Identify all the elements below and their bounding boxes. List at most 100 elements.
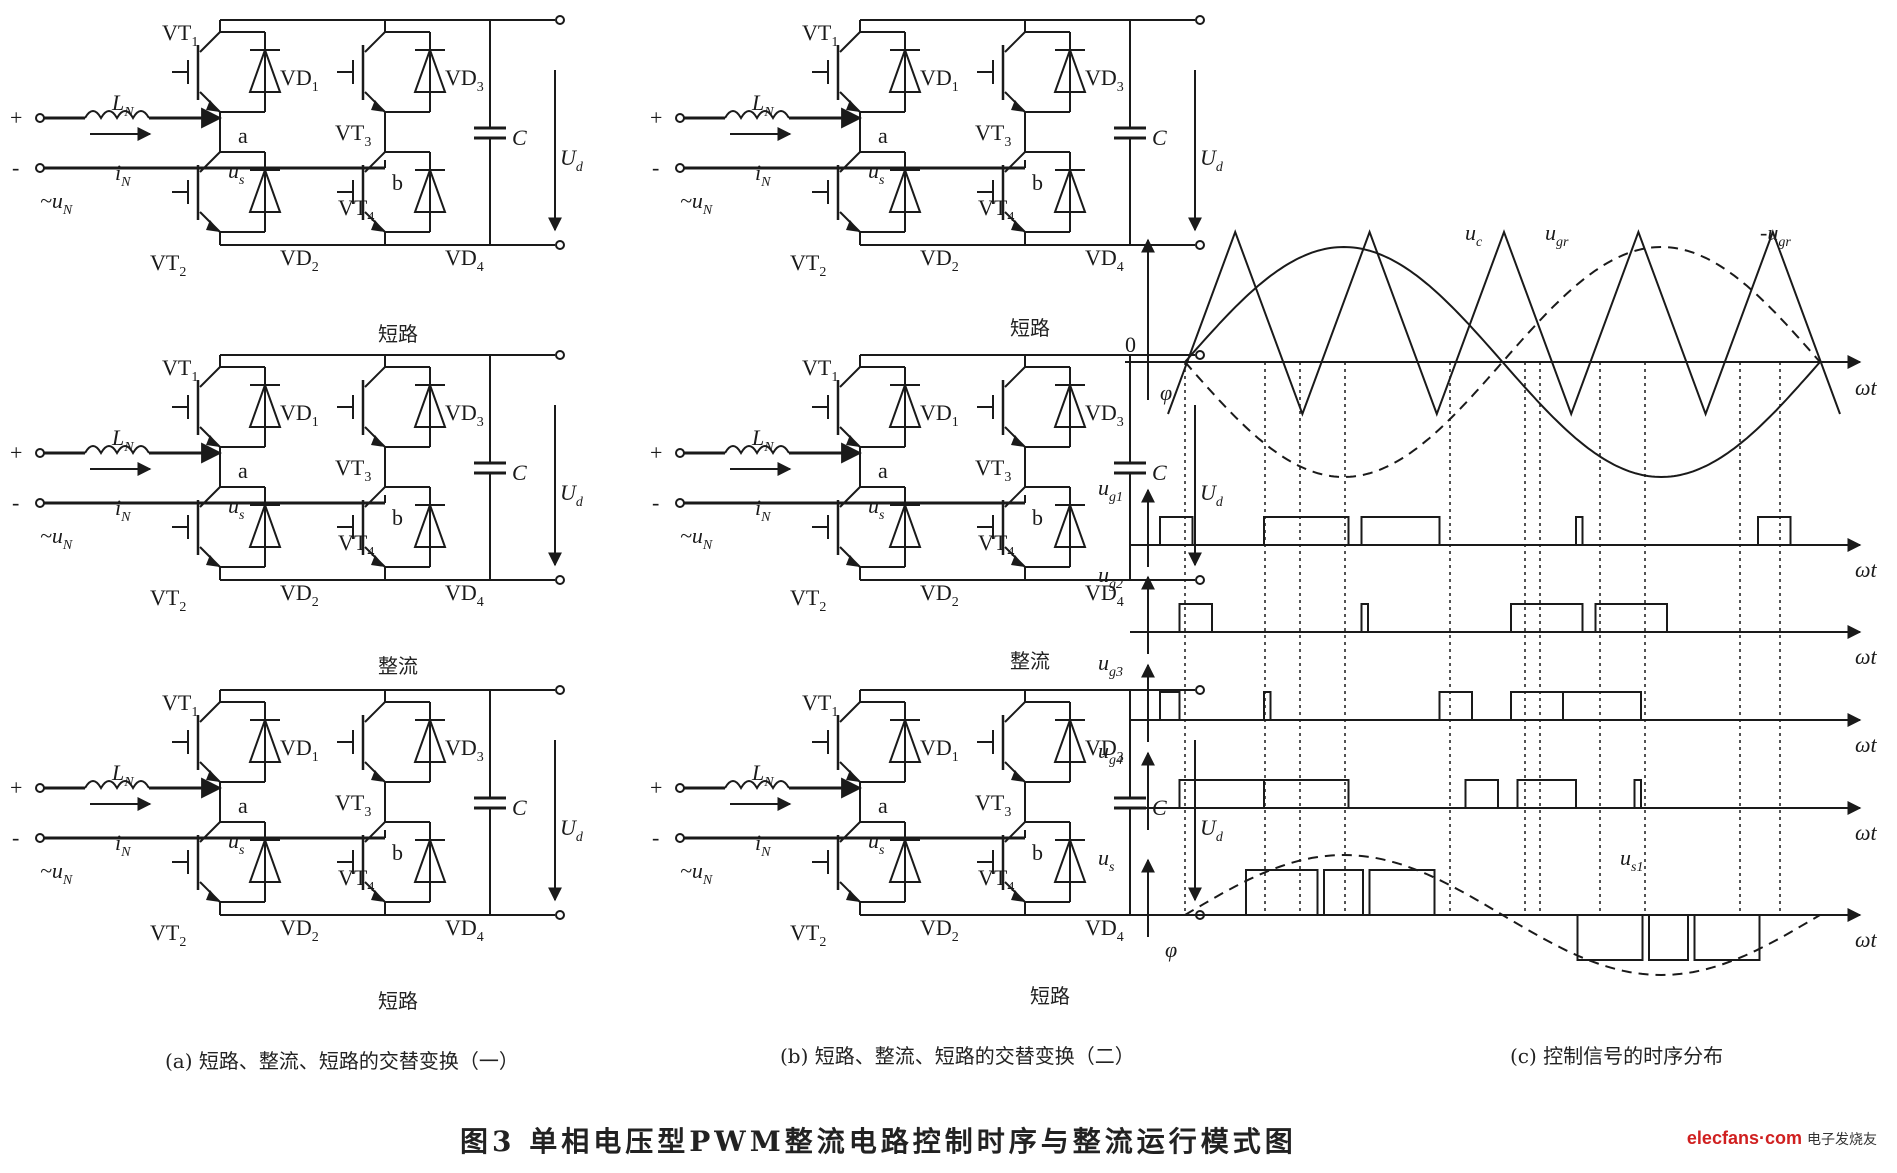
label-vd3: VD3 [1085, 400, 1124, 430]
label-vt1: VT1 [162, 355, 198, 385]
label-source-voltage: ~uN [680, 858, 713, 888]
gate-pulse-train-g4 [1178, 779, 1642, 808]
label-vd2: VD2 [920, 245, 959, 275]
bridge-circuit-a2 [36, 351, 564, 584]
label-ud: Ud [1200, 480, 1224, 510]
label-vd1: VD1 [280, 400, 319, 430]
label-source-voltage: ~uN [680, 188, 713, 218]
label-vd3: VD3 [445, 400, 484, 430]
label-phi-top: φ [1160, 380, 1172, 405]
watermark-brand: elecfans·com [1686, 1128, 1802, 1148]
label-vd4: VD4 [1085, 915, 1124, 945]
label-minus: - [12, 490, 19, 515]
label-vt2: VT2 [150, 250, 186, 280]
label-plus: + [10, 105, 22, 130]
label-us1: us1 [1620, 845, 1643, 875]
label-us: us [228, 828, 245, 858]
mode-label-b3: 短路 [1030, 984, 1070, 1008]
label-minus: - [652, 490, 659, 515]
label-vd2: VD2 [920, 915, 959, 945]
caption-b: (b) 短路、整流、短路的交替变换（二） [780, 1044, 1135, 1068]
label-vt1: VT1 [162, 690, 198, 720]
watermark: elecfans·com 电子发烧友 [1687, 1128, 1877, 1149]
caption-c: (c) 控制信号的时序分布 [1510, 1044, 1724, 1068]
omega-t-label: ωt [1855, 557, 1878, 582]
label-vt4: VT4 [338, 865, 374, 895]
label-plus: + [10, 775, 22, 800]
label-vd2: VD2 [280, 915, 319, 945]
label-node-b: b [1032, 170, 1043, 195]
label-vd2: VD2 [280, 580, 319, 610]
omega-t-label: ωt [1855, 927, 1878, 952]
timing-row-label-g3: ug3 [1098, 650, 1123, 680]
label-capacitor: C [512, 795, 527, 820]
label-ud: Ud [560, 480, 584, 510]
ugr-sine-curve [1184, 245, 1821, 479]
label-ud: Ud [560, 815, 584, 845]
omega-t-main-label: ωt [1855, 375, 1878, 400]
label-vt3: VT3 [335, 455, 371, 485]
label-vt2: VT2 [790, 585, 826, 615]
label-vd1: VD1 [920, 65, 959, 95]
label-vt4: VT4 [338, 195, 374, 225]
label-vt1: VT1 [802, 20, 838, 50]
label-vt3: VT3 [335, 790, 371, 820]
label-node-a: a [238, 458, 248, 483]
label-vd4: VD4 [445, 915, 484, 945]
label-ugr: ugr [1545, 220, 1569, 250]
label-minus: - [652, 825, 659, 850]
label-phi-bottom: φ [1165, 937, 1177, 962]
label-vt2: VT2 [790, 920, 826, 950]
label-node-b: b [1032, 840, 1043, 865]
label-vt4: VT4 [338, 530, 374, 560]
label-vd3: VD3 [445, 65, 484, 95]
label-vd3: VD3 [1085, 65, 1124, 95]
label-vt3: VT3 [975, 790, 1011, 820]
label-capacitor: C [1152, 460, 1167, 485]
mode-label-a2: 整流 [378, 654, 418, 678]
label-minus: - [12, 155, 19, 180]
label-vd1: VD1 [280, 65, 319, 95]
label-zero: 0 [1125, 332, 1136, 357]
label-us: us [868, 493, 885, 523]
gate-pulse-train-g2 [1178, 603, 1668, 632]
label-plus: + [10, 440, 22, 465]
label-node-a: a [878, 458, 888, 483]
caption-a: (a) 短路、整流、短路的交替变换（一） [165, 1049, 519, 1073]
bridge-circuit-b1 [676, 16, 1204, 249]
label-ud: Ud [1200, 145, 1224, 175]
label-vt3: VT3 [975, 455, 1011, 485]
label-vt2: VT2 [790, 250, 826, 280]
label-plus: + [650, 440, 662, 465]
label-vd4: VD4 [445, 245, 484, 275]
label-vt2: VT2 [150, 585, 186, 615]
gate-pulse-train-g1 [1159, 516, 1792, 545]
label-vd1: VD1 [920, 735, 959, 765]
label-vt4: VT4 [978, 195, 1014, 225]
omega-t-label: ωt [1855, 644, 1878, 669]
mode-label-b2: 整流 [1010, 649, 1050, 673]
label-node-a: a [238, 123, 248, 148]
label-capacitor: C [512, 460, 527, 485]
label-vt2: VT2 [150, 920, 186, 950]
bridge-circuit-b2 [676, 351, 1204, 584]
label-current: iN [755, 495, 771, 525]
mode-label-a3: 短路 [378, 989, 418, 1013]
label-uc: uc [1465, 220, 1483, 250]
label-source-voltage: ~uN [680, 523, 713, 553]
label-node-a: a [878, 793, 888, 818]
mode-label-b1: 短路 [1010, 316, 1050, 340]
label-plus: + [650, 105, 662, 130]
watermark-suffix: 电子发烧友 [1807, 1131, 1877, 1147]
label-vt3: VT3 [335, 120, 371, 150]
label-minus: - [12, 825, 19, 850]
label-us: us [868, 828, 885, 858]
uc-triangle-carrier [1167, 229, 1841, 417]
label-vd1: VD1 [280, 735, 319, 765]
label-neg-ugr: -ugr [1760, 220, 1791, 250]
label-current: iN [115, 830, 131, 860]
label-current: iN [755, 830, 771, 860]
